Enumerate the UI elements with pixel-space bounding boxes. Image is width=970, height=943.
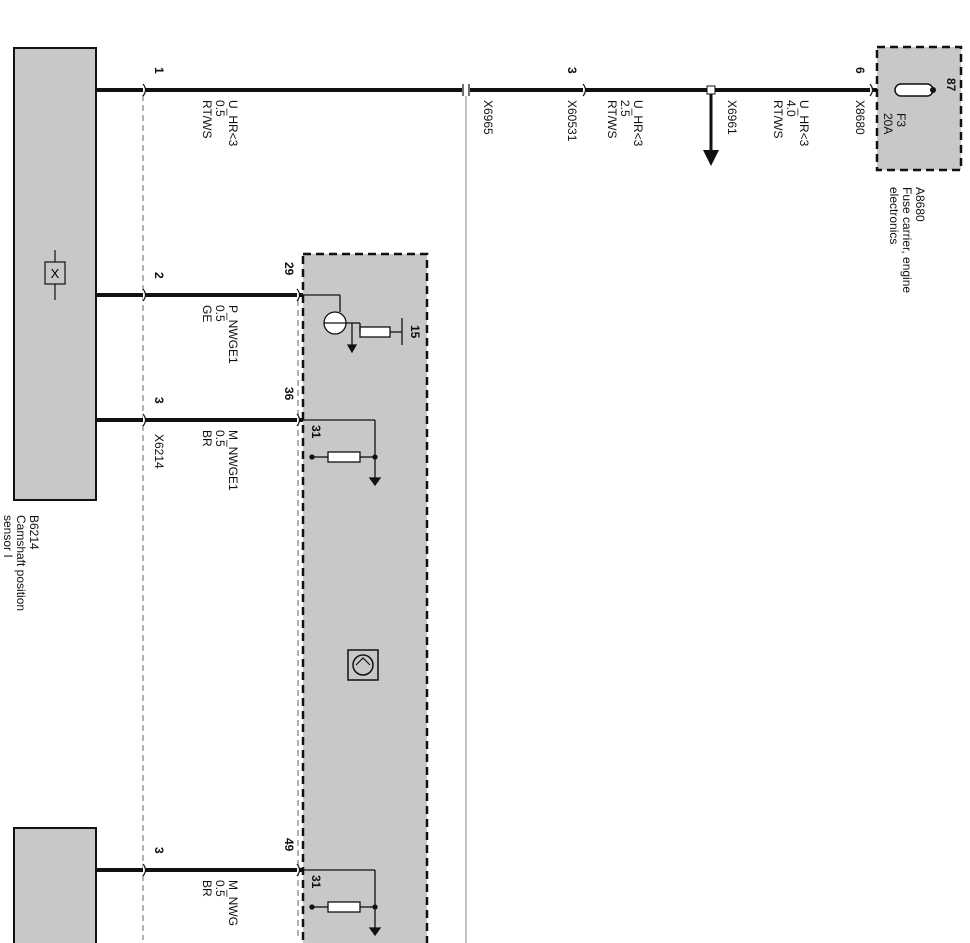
ecu-pin-36: 36 bbox=[282, 387, 296, 401]
feed-mid-pin: 3 bbox=[565, 67, 579, 74]
branch-arrow-icon bbox=[703, 85, 719, 166]
connector-label-x6961: X6961 bbox=[725, 100, 739, 135]
ecu-symbol-icon bbox=[347, 649, 379, 681]
ecu-pin-49: 49 bbox=[282, 838, 296, 852]
pin-label-w3: 3 bbox=[152, 397, 166, 404]
ecu-pin-31a: 31 bbox=[309, 425, 323, 439]
connector-marks bbox=[142, 83, 874, 877]
ecu-region bbox=[301, 252, 429, 943]
pin-label-w2: 2 bbox=[152, 272, 166, 279]
pin-label-w4: 3 bbox=[152, 847, 166, 854]
sensor-symbol-icon: X bbox=[44, 250, 66, 300]
pin-label-w1: 1 bbox=[152, 67, 166, 74]
ecu-pin-29: 29 bbox=[282, 262, 296, 276]
connector-label-x6214: X6214 bbox=[152, 434, 166, 469]
ground-resistor-49-icon bbox=[303, 869, 382, 937]
transistor-icon bbox=[303, 294, 403, 354]
feed-fuse-pin: 6 bbox=[853, 67, 867, 74]
connector-label-x8680: X8680 bbox=[853, 100, 867, 135]
connector-label-x60531: X60531 bbox=[565, 100, 579, 142]
sensor-block-lower bbox=[13, 827, 97, 943]
ground-resistor-36-icon bbox=[303, 419, 382, 487]
fuse-carrier-box bbox=[875, 45, 963, 172]
connector-label-x6965: X6965 bbox=[481, 100, 495, 135]
fuse-pin-87: 87 bbox=[944, 78, 958, 92]
ecu-pin-31b: 31 bbox=[309, 875, 323, 889]
ecu-pin-15: 15 bbox=[408, 325, 422, 339]
svg-text:X: X bbox=[51, 266, 60, 281]
fuse-icon bbox=[894, 83, 936, 97]
